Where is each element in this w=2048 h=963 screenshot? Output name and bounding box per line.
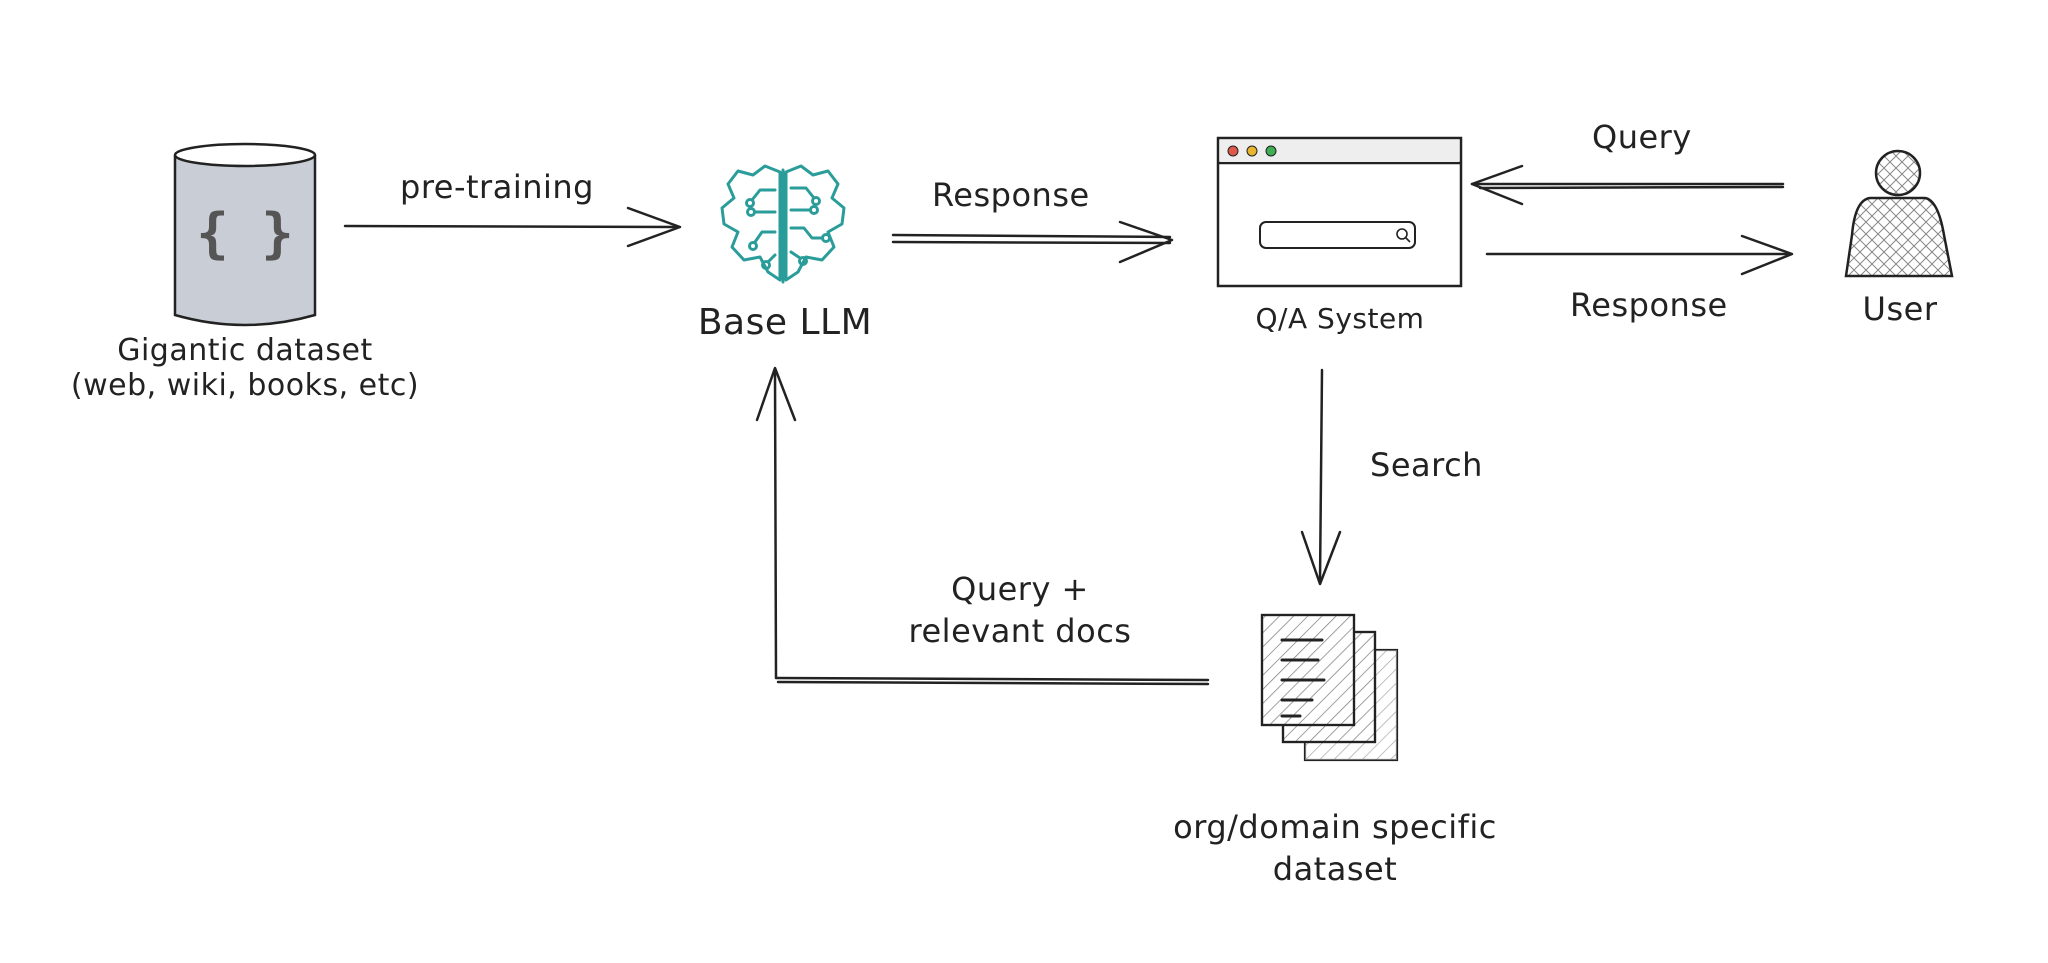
arrow-query-docs — [755, 366, 1210, 686]
arrow-llm-response — [891, 220, 1174, 264]
dataset-label-line1: Gigantic dataset — [117, 333, 373, 368]
arrow-search — [1300, 368, 1342, 586]
qa-label: Q/A System — [1255, 302, 1425, 335]
documents-icon — [1260, 613, 1399, 762]
llm-label: Base LLM — [697, 302, 873, 343]
user-icon — [1844, 149, 1954, 278]
close-dot-icon — [1227, 145, 1239, 157]
qa-response-label: Response — [1570, 286, 1728, 324]
search-icon — [1396, 228, 1408, 240]
user-label: User — [1862, 290, 1938, 328]
pretraining-label: pre-training — [400, 168, 594, 206]
docs-label-line1: org/domain specific — [1173, 808, 1497, 846]
maximize-dot-icon — [1265, 145, 1277, 157]
minimize-dot-icon — [1246, 145, 1258, 157]
arrow-query — [1470, 164, 1785, 206]
qa-search-bar — [1259, 221, 1416, 249]
query-docs-label-line1: Query + — [951, 570, 1089, 608]
docs-label: org/domain specific dataset — [1145, 806, 1525, 890]
dataset-label-line2: (web, wiki, books, etc) — [70, 368, 420, 403]
query-docs-label-line2: relevant docs — [908, 612, 1132, 650]
qa-window-icon — [1216, 136, 1463, 288]
brain-icon — [720, 164, 846, 284]
docs-label-line2: dataset — [1272, 850, 1398, 888]
arrow-pretraining — [343, 206, 682, 248]
search-label: Search — [1370, 446, 1483, 484]
braces-icon: { } — [196, 202, 294, 265]
query-docs-label: Query + relevant docs — [880, 568, 1160, 652]
arrow-qa-response — [1485, 234, 1794, 276]
llm-response-label: Response — [932, 176, 1090, 214]
dataset-label: Gigantic dataset (web, wiki, books, etc) — [60, 333, 430, 403]
query-label: Query — [1592, 118, 1692, 156]
database-icon: { } — [173, 142, 317, 327]
